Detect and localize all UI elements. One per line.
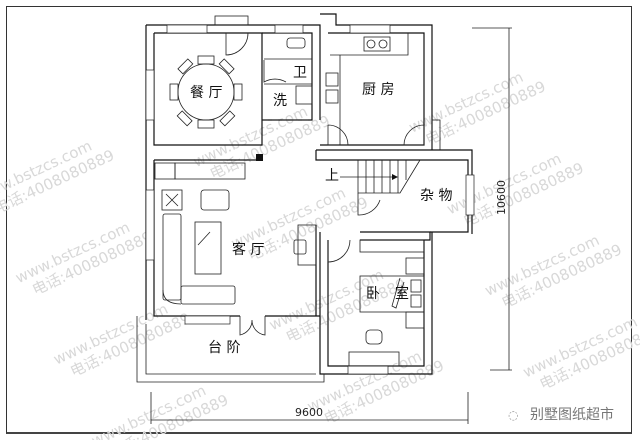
stair-storage: 上 杂 物 <box>315 149 475 241</box>
dining-chairs <box>169 55 243 129</box>
dim-width-text: 9600 <box>295 406 323 419</box>
label-kitchen: 厨 房 <box>362 82 394 98</box>
label-wash: 洗 <box>273 93 287 109</box>
label-bedroom-a: 卧 <box>366 286 380 302</box>
dim-depth-text: 10600 <box>495 180 508 215</box>
label-dining: 餐 厅 <box>190 85 222 101</box>
label-storage: 杂 物 <box>420 188 452 204</box>
terrace: 台 阶 <box>136 316 325 383</box>
column <box>256 154 263 161</box>
dimension-depth: 10600 <box>472 27 512 371</box>
label-toilet: 卫 <box>293 65 307 81</box>
dining-room: 餐 厅 <box>145 15 263 320</box>
label-bedroom-b: 室 <box>395 285 409 302</box>
label-terrace: 台 阶 <box>208 340 240 356</box>
brand-text: 别墅图纸超市 <box>530 407 614 423</box>
label-living: 客 厅 <box>232 241 264 258</box>
label-stair-up: 上 <box>325 168 339 184</box>
dimension-width: 9600 <box>150 392 469 424</box>
drawing-frame <box>6 6 632 434</box>
kitchen: 厨 房 <box>320 13 441 151</box>
brand-badge: ◌ 别墅图纸超市 <box>508 404 614 424</box>
living-room: 客 厅 <box>145 159 320 336</box>
wechat-icon: ◌ <box>508 408 519 422</box>
bathroom: 卫 洗 <box>256 24 321 121</box>
bedroom: 卧 室 <box>319 232 433 375</box>
